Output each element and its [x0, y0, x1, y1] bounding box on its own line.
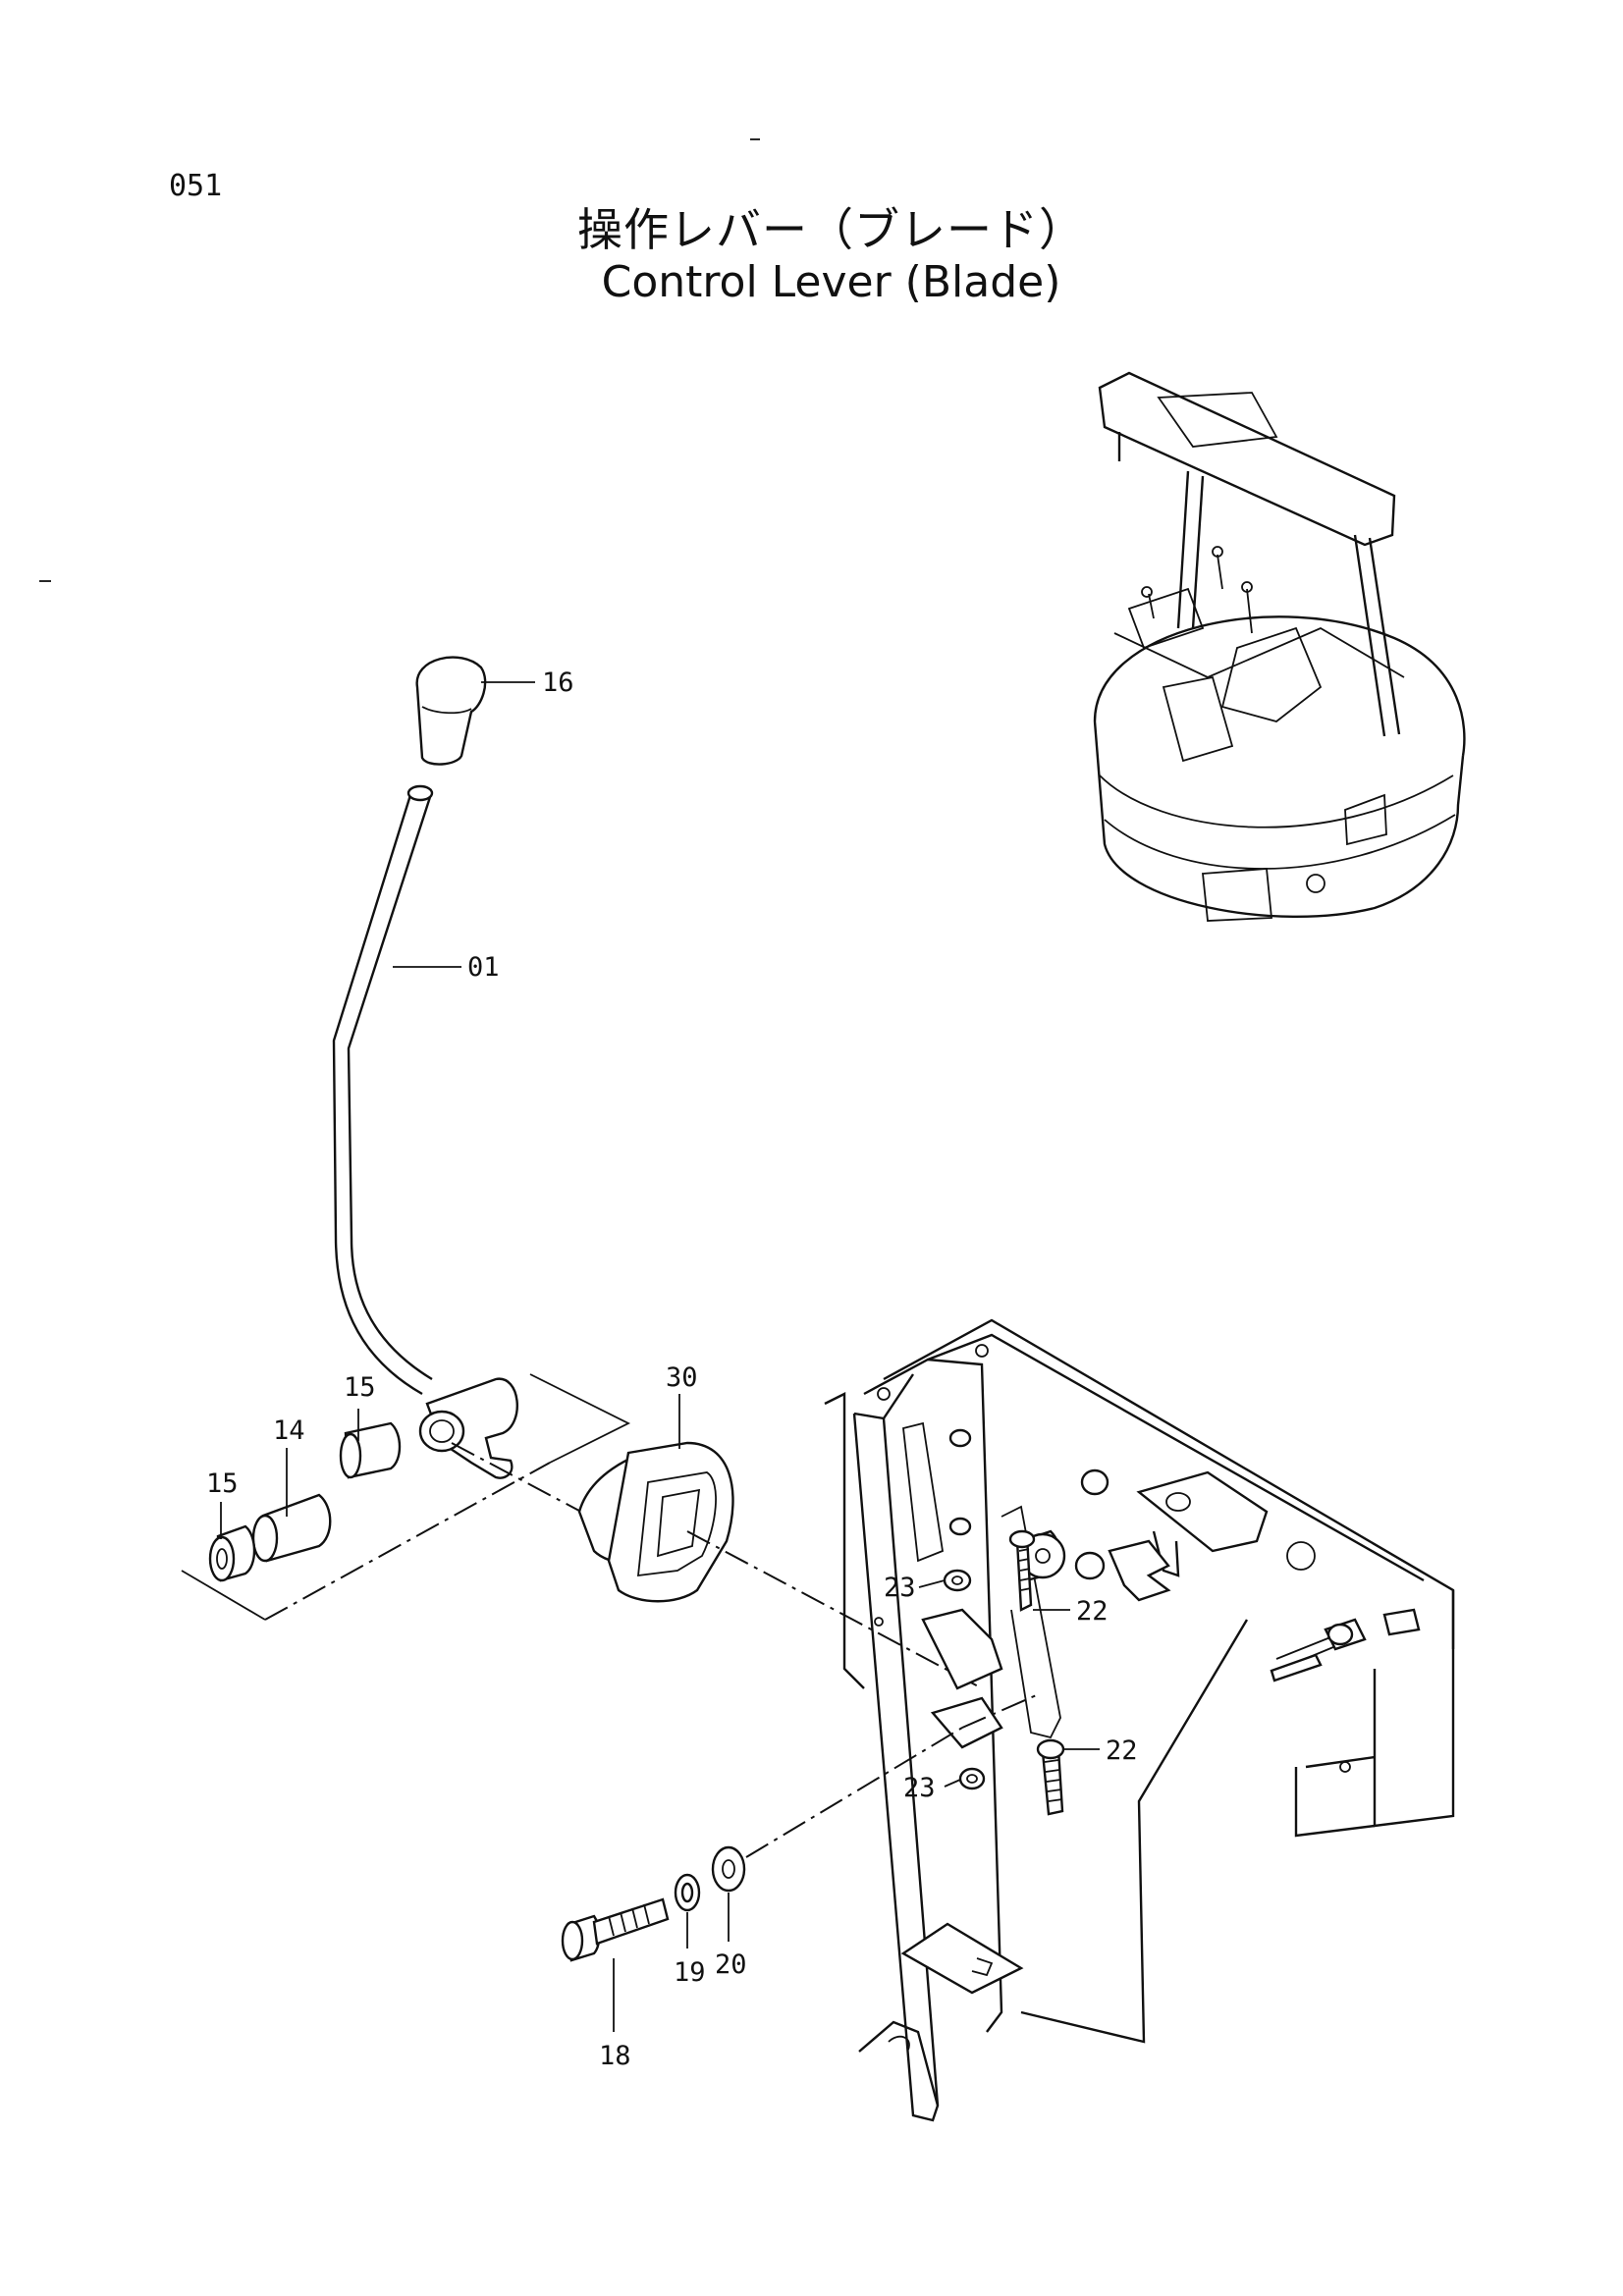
leader-lines — [220, 681, 1100, 2032]
title-japanese: 操作レバー（ブレード） — [577, 203, 1085, 256]
callout-30: 30 — [666, 1362, 698, 1393]
callout-labels: 16 01 30 15 14 15 23 22 22 23 18 19 20 — [206, 667, 1138, 2071]
callout-19: 19 — [674, 1957, 706, 1988]
bolt-nut-set-lower — [958, 1738, 1065, 1816]
callout-22-lower: 22 — [1106, 1735, 1138, 1766]
lock-washer-19 — [674, 1873, 701, 1912]
callout-23-lower: 23 — [903, 1773, 936, 1803]
bushing-parts — [208, 1421, 402, 1582]
machine-overview-illustration — [1093, 371, 1466, 922]
lever-rod — [332, 784, 434, 1396]
bolt-18 — [561, 1897, 670, 1962]
lever-knob — [415, 656, 487, 766]
page-number: 051 — [169, 169, 223, 203]
bolt-nut-set-upper — [943, 1529, 1036, 1612]
callout-16: 16 — [542, 667, 574, 698]
mounting-frame — [824, 1318, 1455, 2122]
callout-22-upper: 22 — [1076, 1596, 1109, 1627]
callout-20: 20 — [715, 1949, 747, 1980]
callout-15-lower: 15 — [206, 1468, 239, 1499]
title-english: Control Lever (Blade) — [601, 257, 1061, 307]
washer-20 — [711, 1845, 746, 1893]
callout-14: 14 — [273, 1415, 305, 1446]
lever-base — [418, 1377, 518, 1479]
callout-23-upper: 23 — [884, 1573, 916, 1603]
callout-18: 18 — [599, 2041, 631, 2071]
rubber-boot — [577, 1441, 983, 1689]
callout-15-upper: 15 — [344, 1372, 376, 1403]
callout-01: 01 — [467, 952, 500, 983]
